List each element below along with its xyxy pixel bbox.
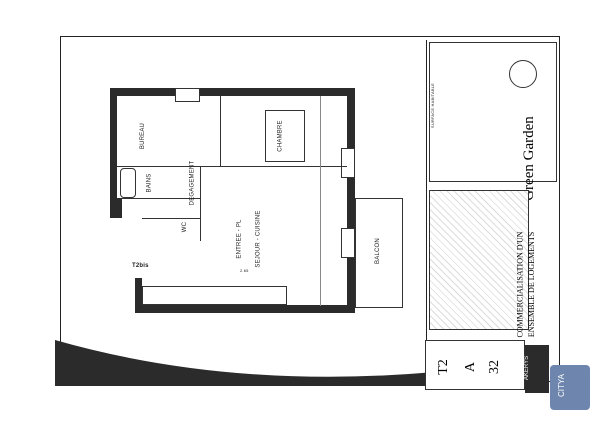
surface-table: SURFACE HABITABLE <box>429 42 557 182</box>
entrance-label: T2bis <box>132 263 149 269</box>
wall-left-upper <box>110 88 117 198</box>
room-label-sejour: SEJOUR - CUISINE <box>255 210 262 268</box>
room-label-wc: WC <box>182 221 189 233</box>
wall-right <box>347 88 355 313</box>
room-label-bains: BAINS <box>146 173 153 193</box>
kitchen-counter <box>142 286 287 305</box>
lot-type: T2 <box>435 359 451 375</box>
window-sejour <box>341 228 355 258</box>
bathtub <box>120 168 136 198</box>
compass-icon <box>509 60 537 88</box>
balcony-outline <box>355 198 403 308</box>
window-bureau <box>175 88 200 102</box>
dimension-label: 2.65 <box>240 268 249 273</box>
room-label-degagement: DEGAGEMENT <box>189 160 196 206</box>
wall-bottom <box>135 305 355 313</box>
description-line1: COMMERCIALISATION D'UN <box>515 231 525 338</box>
room-label-balcon: BALCON <box>374 238 381 264</box>
lot-number: 32 <box>487 360 502 374</box>
room-label-bureau: BUREAU <box>140 122 147 150</box>
bed <box>265 110 305 162</box>
developer-logo: AKERYS <box>524 345 549 393</box>
room-label-entree: ENTREE - PL <box>236 219 243 259</box>
title-block: SURFACE HABITABLE Green Garden COMMERCIA… <box>426 40 561 380</box>
agency-logo: CITYA <box>550 365 590 410</box>
wall-top <box>110 88 355 96</box>
site-map <box>429 190 529 330</box>
wall-left-step <box>110 198 122 218</box>
lot-building: A <box>463 361 479 373</box>
floor-plan: BUREAU CHAMBRE BAINS DEGAGEMENT WC ENTRE… <box>110 88 403 313</box>
lot-box: T2 A 32 <box>425 340 525 390</box>
project-name: Green Garden <box>520 116 537 201</box>
decorative-curve <box>55 340 435 386</box>
description-line2: ENSEMBLE DE LOGEMENTS <box>527 231 537 338</box>
window-chambre <box>341 148 355 178</box>
room-label-chambre: CHAMBRE <box>277 120 284 152</box>
wall-left-lower <box>135 278 142 313</box>
